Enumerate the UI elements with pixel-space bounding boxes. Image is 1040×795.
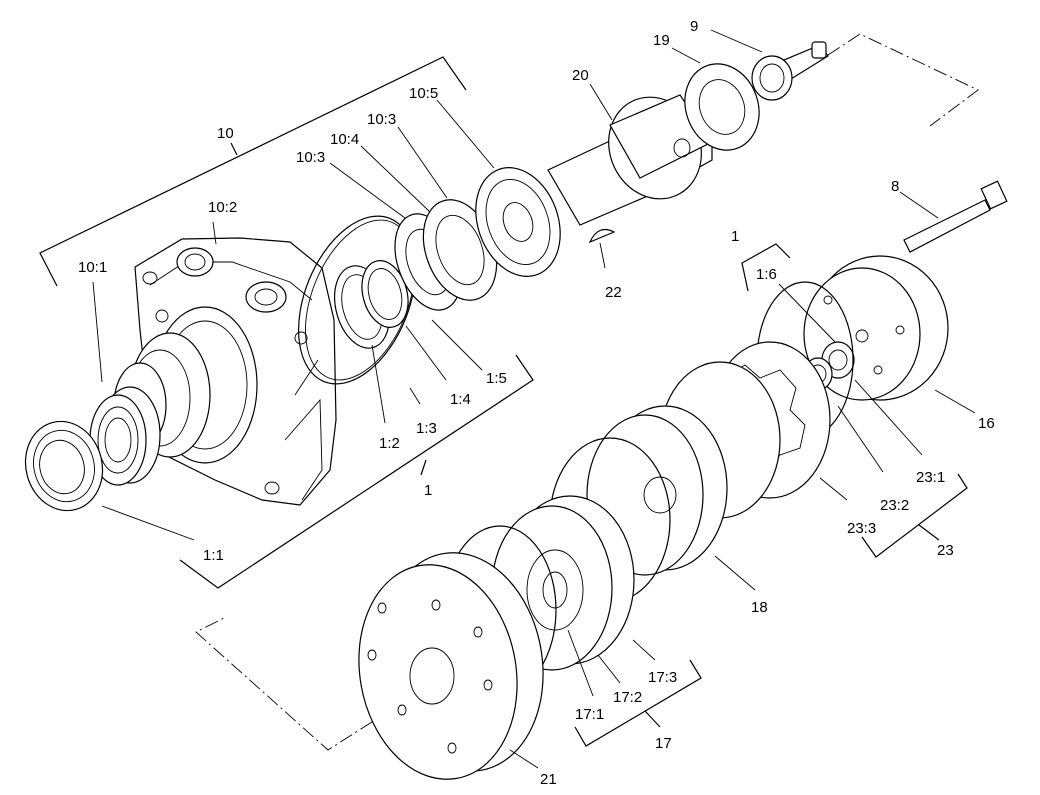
label-10-5: 10:5 [409,85,438,102]
label-21: 21 [540,771,557,788]
key [588,229,616,244]
thrust-bearing [475,167,561,277]
label-17-3: 17:3 [648,669,677,686]
bracket-23 [861,473,968,558]
drive-gear-shaft [751,41,829,101]
label-9: 9 [690,18,698,35]
gear-19 [684,63,760,151]
label-10-3b: 10:3 [367,111,396,128]
label-10: 10 [217,125,234,142]
label-1-6: 1:6 [756,266,777,283]
bracket-1-main [179,354,534,589]
label-10-4: 10:4 [330,131,359,148]
needle-bearing [89,386,161,486]
o-ring-1-3 [297,215,417,385]
label-1-1: 1:1 [203,547,224,564]
label-1-5: 1:5 [486,370,507,387]
seal-rings [334,260,409,349]
part-labels: 10 10:1 10:2 10:3 10:4 10:3 10:5 20 19 9… [78,18,995,788]
bolt [903,180,1008,253]
label-17: 17 [655,735,672,752]
label-23: 23 [937,542,954,559]
label-16: 16 [978,415,995,432]
label-1-2: 1:2 [379,435,400,452]
label-1-4: 1:4 [450,391,471,408]
label-20: 20 [572,67,589,84]
label-10-1: 10:1 [78,259,107,276]
centerline-shaft [827,33,979,127]
label-1-3: 1:3 [416,420,437,437]
leader-lines [92,29,976,769]
label-17-2: 17:2 [613,689,642,706]
label-10-2: 10:2 [208,199,237,216]
label-8: 8 [891,178,899,195]
bracket-1-right [741,243,791,292]
label-1-right: 1 [731,228,739,245]
label-17-1: 17:1 [575,706,604,723]
label-22: 22 [605,284,622,301]
label-1-main: 1 [424,482,432,499]
label-23-1: 23:1 [916,469,945,486]
mounting-flange [358,552,544,780]
shaft-seal [24,420,104,512]
label-19: 19 [653,32,670,49]
label-10-3a: 10:3 [296,149,325,166]
centerline-flange [195,617,434,751]
bracket-17 [574,659,702,747]
label-23-2: 23:2 [880,497,909,514]
label-23-3: 23:3 [847,520,876,537]
bracket-10 [39,56,467,287]
label-18: 18 [751,599,768,616]
